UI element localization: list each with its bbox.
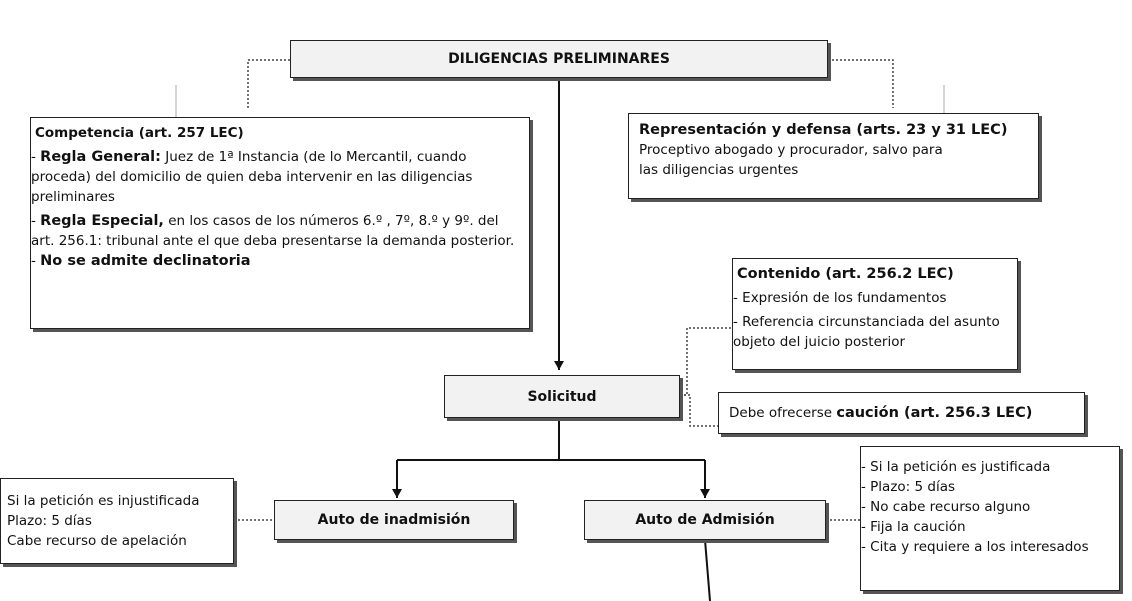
regla-general-text: Juez de 1ª Instancia (de lo Mercantil, c… <box>31 149 473 205</box>
auto-admision-node: Auto de Admisión <box>584 500 826 540</box>
inadmision-note-box: Si la petición es injustificada Plazo: 5… <box>0 478 234 564</box>
contenido-item-1: - Expresión de los fundamentos <box>733 290 947 306</box>
contenido-title: Contenido (art. 256.2 LEC) <box>737 266 954 282</box>
continuation-line <box>704 539 711 601</box>
contenido-box: Contenido (art. 256.2 LEC) - Expresión d… <box>732 258 1018 370</box>
admision-note-4: - Fija la caución <box>861 519 966 535</box>
representacion-line2: las diligencias urgentes <box>639 162 799 178</box>
regla-general-label: Regla General: <box>40 149 161 165</box>
declinatoria-label: No se admite declinatoria <box>40 253 251 269</box>
inadmision-note-1: Si la petición es injustificada <box>7 493 200 509</box>
especial-prefix: - <box>31 213 41 229</box>
admision-note-1: - Si la petición es justificada <box>861 459 1051 475</box>
caucion-prefix: Debe ofrecerse <box>729 405 837 421</box>
regla-especial-label: Regla Especial, <box>40 213 164 229</box>
representacion-title: Representación y defensa (arts. 23 y 31 … <box>639 122 1008 138</box>
representacion-line1: Proceptivo abogado y procurador, salvo p… <box>639 142 943 158</box>
dotted-link-contenido <box>680 327 734 396</box>
admision-notes-box: - Si la petición es justificada - Plazo:… <box>860 446 1120 591</box>
caucion-box: Debe ofrecerse caución (art. 256.3 LEC) <box>718 392 1085 434</box>
root-title: DILIGENCIAS PRELIMINARES <box>448 51 670 67</box>
representacion-box: Representación y defensa (arts. 23 y 31 … <box>628 113 1039 199</box>
auto-inadmision-node: Auto de inadmisión <box>274 500 514 540</box>
admision-note-5: - Cita y requiere a los interesados <box>861 539 1089 555</box>
inadmision-note-3: Cabe recurso de apelación <box>7 533 187 549</box>
declinatoria-prefix: - <box>31 253 41 269</box>
dotted-link-caucion <box>680 394 718 427</box>
admision-note-3: - No cabe recurso alguno <box>861 499 1031 515</box>
dotted-link-representacion <box>828 59 894 108</box>
competencia-title: Competencia (art. 257 LEC) <box>35 125 244 141</box>
root-node: DILIGENCIAS PRELIMINARES <box>290 40 828 78</box>
solicitud-node: Solicitud <box>444 375 680 418</box>
auto-inadmision-label: Auto de inadmisión <box>317 512 471 528</box>
contenido-item-2: - Referencia circunstanciada del asunto … <box>733 314 1000 350</box>
caucion-bold: caución (art. 256.3 LEC) <box>836 405 1033 421</box>
auto-admision-label: Auto de Admisión <box>635 512 775 528</box>
thin-line-left <box>175 85 188 121</box>
regla-especial-text: en los casos de los números 6.º , 7º, 8.… <box>31 213 515 249</box>
inadmision-note-2: Plazo: 5 días <box>7 513 92 529</box>
competencia-box: Competencia (art. 257 LEC) - Regla Gener… <box>30 117 530 329</box>
general-prefix: - <box>31 149 41 165</box>
solicitud-label: Solicitud <box>527 388 597 405</box>
admision-note-2: - Plazo: 5 días <box>861 479 956 495</box>
dotted-link-competencia <box>247 59 290 108</box>
